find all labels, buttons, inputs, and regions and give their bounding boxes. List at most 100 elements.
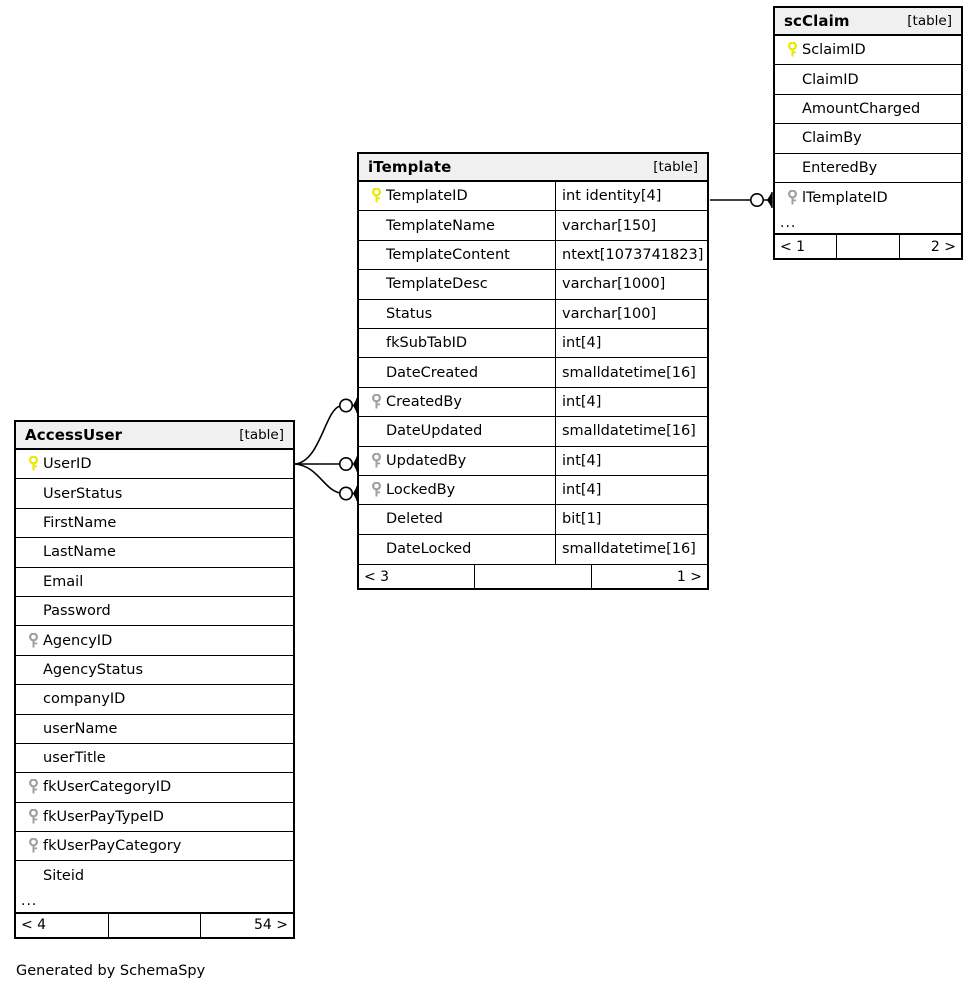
column-name: DateCreated <box>386 364 479 381</box>
column-name: CreatedBy <box>386 393 462 410</box>
table-row[interactable]: TemplateName varchar[150] <box>359 211 707 241</box>
table-row[interactable]: fkUserCategoryID <box>16 773 293 803</box>
table-row[interactable]: TemplateContent ntext[1073741823] <box>359 240 707 271</box>
table-row[interactable]: UserStatus <box>16 479 293 509</box>
table-row[interactable]: companyID <box>16 685 293 715</box>
column-name: TemplateName <box>386 217 495 234</box>
column-cell-name: AgencyID <box>16 626 293 654</box>
table-row[interactable]: UpdatedBy int[4] <box>359 446 707 476</box>
foreign-key-icon <box>23 632 43 649</box>
table-row[interactable]: TemplateDesc varchar[1000] <box>359 270 707 300</box>
table-row[interactable]: userTitle <box>16 744 293 774</box>
column-type: smalldatetime[16] <box>555 534 707 565</box>
column-cell-name: TemplateContent <box>359 241 555 269</box>
column-cell-name: userName <box>16 715 293 743</box>
column-cell-name: fkUserPayTypeID <box>16 803 293 831</box>
column-name: fkSubTabID <box>386 335 468 352</box>
column-cell-name: companyID <box>16 685 293 713</box>
table-row[interactable]: UserID <box>16 450 293 480</box>
footer-child-count[interactable]: 2 > <box>930 238 956 255</box>
table-row[interactable]: Siteid <box>16 861 293 890</box>
edge-crowsfoot-ltemplateid <box>767 192 772 208</box>
column-cell-name: TemplateID <box>359 182 555 210</box>
truncation-indicator: ... <box>775 212 961 235</box>
table-row[interactable]: AmountCharged <box>775 95 961 125</box>
primary-key-icon <box>366 188 386 204</box>
table-row[interactable]: AgencyID <box>16 626 293 656</box>
table-tag-scclaim: [table] <box>907 13 952 29</box>
edge-accessuser-itemplate-lockedby <box>294 463 341 494</box>
table-title-itemplate: iTemplate <box>368 158 452 176</box>
column-cell-name: ClaimBy <box>775 124 961 152</box>
table-row[interactable]: TemplateID int identity[4] <box>359 182 707 212</box>
column-name: userName <box>43 720 118 737</box>
foreign-key-icon <box>23 779 43 795</box>
table-row[interactable]: FirstName <box>16 509 293 539</box>
footer-parent-count[interactable]: < 4 <box>21 917 47 934</box>
table-row[interactable]: Password <box>16 597 293 627</box>
table-row[interactable]: DateUpdated smalldatetime[16] <box>359 417 707 447</box>
table-row[interactable]: ClaimID <box>775 65 961 95</box>
column-name: UpdatedBy <box>386 452 467 469</box>
table-row[interactable]: Deleted bit[1] <box>359 505 707 535</box>
column-name: SclaimID <box>802 42 866 59</box>
foreign-key-icon <box>23 808 43 825</box>
primary-key-icon <box>23 456 43 472</box>
table-row[interactable]: fkUserPayCategory <box>16 832 293 862</box>
column-name: EnteredBy <box>802 159 878 176</box>
column-type: int[4] <box>555 475 707 505</box>
column-cell-name: Email <box>16 568 293 596</box>
table-row[interactable]: Status varchar[100] <box>359 299 707 329</box>
footer-parent-count[interactable]: < 1 <box>780 238 806 255</box>
table-itemplate[interactable]: iTemplate [table] TemplateID int identit… <box>357 152 709 591</box>
column-cell-name: DateCreated <box>359 358 555 386</box>
column-name: Siteid <box>43 868 85 885</box>
column-name: TemplateContent <box>386 246 510 263</box>
table-row[interactable]: CreatedBy int[4] <box>359 387 707 418</box>
column-name: lTemplateID <box>802 189 888 206</box>
column-name: FirstName <box>43 514 117 531</box>
column-cell-name: TemplateName <box>359 211 555 239</box>
table-accessuser[interactable]: AccessUser [table] UserID UserStatus <box>14 420 295 939</box>
foreign-key-icon <box>366 452 386 469</box>
column-cell-name: Status <box>359 300 555 328</box>
table-rows-itemplate: TemplateID int identity[4] TemplateName … <box>359 182 707 565</box>
column-cell-name: fkUserCategoryID <box>16 773 293 801</box>
table-footer-itemplate: < 3 1 > <box>359 564 707 589</box>
footer-parent-count[interactable]: < 3 <box>364 568 390 585</box>
footer-child-count[interactable]: 1 > <box>676 568 702 585</box>
column-name: UserID <box>43 456 92 473</box>
column-cell-name: AmountCharged <box>775 95 961 123</box>
column-cell-name: LastName <box>16 538 293 566</box>
table-row[interactable]: ClaimBy <box>775 124 961 154</box>
column-type: varchar[100] <box>555 299 707 328</box>
footer-child-count[interactable]: 54 > <box>254 917 289 934</box>
table-row[interactable]: SclaimID <box>775 36 961 66</box>
table-row[interactable]: fkUserPayTypeID <box>16 803 293 833</box>
table-row[interactable]: Email <box>16 568 293 597</box>
foreign-key-icon <box>366 393 386 410</box>
table-row[interactable]: EnteredBy <box>775 154 961 183</box>
column-cell-name: Password <box>16 597 293 625</box>
column-type: bit[1] <box>555 505 707 534</box>
table-row[interactable]: DateCreated smalldatetime[16] <box>359 358 707 388</box>
table-row[interactable]: AgencyStatus <box>16 656 293 686</box>
column-type: varchar[1000] <box>555 270 707 299</box>
table-row[interactable]: DateLocked smalldatetime[16] <box>359 534 707 565</box>
table-title-accessuser: AccessUser <box>25 426 123 444</box>
column-cell-name: LockedBy <box>359 476 555 504</box>
table-scclaim[interactable]: scClaim [table] SclaimID ClaimID <box>773 6 963 261</box>
table-row[interactable]: userName <box>16 715 293 744</box>
edge-crowsfoot-line-ltemplateid <box>763 192 773 208</box>
column-name: companyID <box>43 691 126 708</box>
table-row[interactable]: fkSubTabID int[4] <box>359 328 707 359</box>
table-row[interactable]: lTemplateID <box>775 183 961 212</box>
table-row[interactable]: LockedBy int[4] <box>359 475 707 506</box>
edge-marker-zero-updatedby <box>338 456 353 471</box>
table-row[interactable]: LastName <box>16 538 293 568</box>
column-cell-name: fkSubTabID <box>359 329 555 357</box>
column-name: fkUserPayCategory <box>43 838 182 855</box>
column-type: smalldatetime[16] <box>555 417 707 446</box>
table-rows-accessuser: UserID UserStatus FirstName LastName <box>16 450 293 891</box>
